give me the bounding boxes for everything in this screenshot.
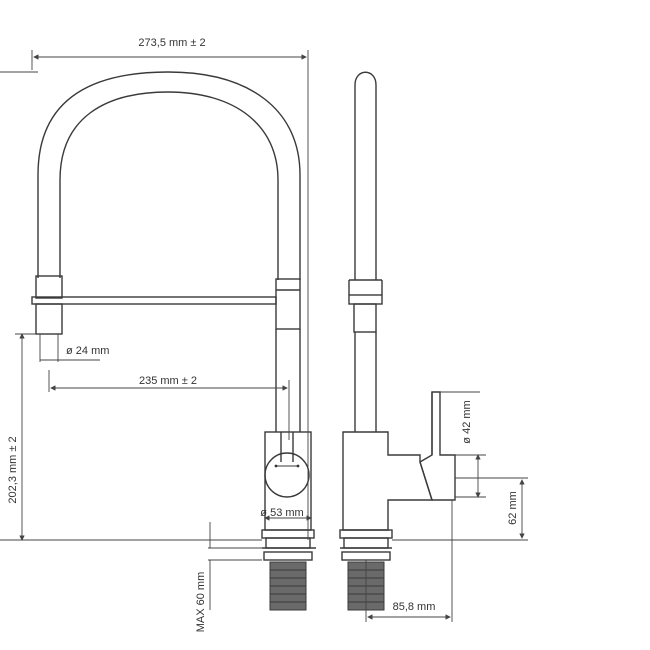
side-view	[339, 71, 456, 611]
spout-arch-inner	[59, 91, 279, 280]
side-holder-bar	[348, 294, 383, 305]
label-spray-diameter: ø 24 mm	[66, 345, 109, 357]
label-total-height: 202,3 mm ± 2	[7, 436, 19, 503]
dimension-labels: 273,5 mm ± 2 202,3 mm ± 2 ø 24 mm 235 mm…	[7, 37, 519, 632]
holder-clip	[275, 278, 301, 330]
side-clip	[353, 303, 377, 333]
washer	[263, 551, 313, 561]
spout-arch-outer	[37, 71, 301, 280]
side-spout	[354, 71, 377, 280]
front-view	[31, 71, 316, 611]
label-lever-diameter: ø 42 mm	[461, 400, 473, 443]
label-max-deck: MAX 60 mm	[195, 572, 207, 633]
holder-bar	[31, 296, 277, 305]
lever-dot-right	[296, 464, 300, 468]
side-deck-plate	[343, 537, 389, 549]
label-body-diameter: ø 53 mm	[260, 507, 303, 519]
label-spout-reach: 235 mm ± 2	[139, 375, 197, 387]
spray-head-nozzle	[35, 303, 63, 335]
label-base-depth: 85,8 mm	[393, 601, 436, 613]
label-total-width: 273,5 mm ± 2	[138, 37, 205, 49]
base-plate	[261, 529, 315, 539]
side-body	[342, 431, 433, 531]
thread-lines	[270, 569, 306, 603]
lever-dot-left	[274, 464, 278, 468]
side-lever	[419, 391, 456, 501]
dimension-lines	[0, 50, 528, 622]
lever-circle	[264, 452, 310, 498]
side-washer	[341, 551, 391, 561]
label-lever-height: 62 mm	[507, 491, 519, 525]
deck-plate	[265, 537, 311, 549]
spray-head-collar	[35, 275, 63, 299]
side-base-plate	[339, 529, 393, 539]
